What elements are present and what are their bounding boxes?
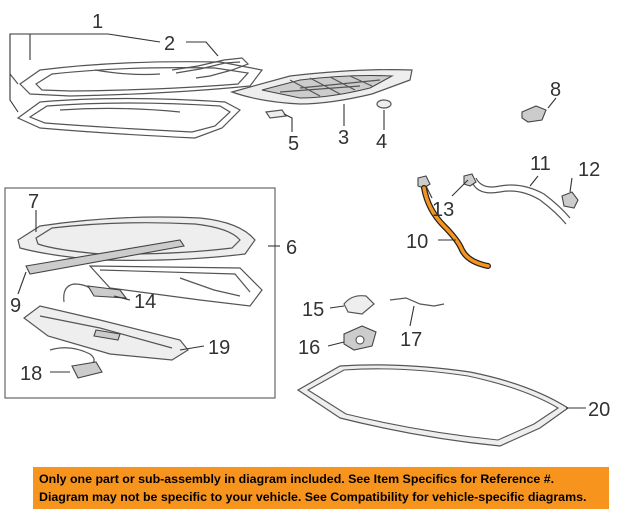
callout-6: 6: [286, 237, 297, 259]
callout-14: 14: [134, 291, 156, 313]
callout-8: 8: [550, 79, 561, 101]
callout-20: 20: [588, 399, 610, 421]
part-3-sunshade: [230, 69, 413, 105]
callout-19: 19: [208, 337, 230, 359]
callout-17: 17: [400, 329, 422, 351]
disclaimer-line-2: Diagram may not be specific to your vehi…: [39, 490, 587, 504]
part-9-deflector: [25, 239, 185, 275]
leader-lines: [9, 33, 586, 409]
callout-5: 5: [288, 133, 299, 155]
callout-1: 1: [92, 11, 103, 33]
callout-10: 10: [406, 231, 428, 253]
part-20-weatherstrip: [296, 364, 570, 447]
disclaimer-line-1: Only one part or sub-assembly in diagram…: [39, 472, 555, 486]
callout-12: 12: [578, 159, 600, 181]
part-1-sunroof-frame: [9, 61, 264, 139]
part-18-harness: [49, 347, 103, 379]
part-13-hose-connectors: [417, 173, 477, 189]
part-4-plug: [376, 99, 392, 109]
callout-16: 16: [298, 337, 320, 359]
part-17-wire: [389, 297, 445, 307]
callout-18: 18: [20, 363, 42, 385]
part-8-bracket: [521, 105, 547, 123]
disclaimer-banner: Only one part or sub-assembly in diagram…: [33, 467, 609, 509]
part-7-glass-panel: [17, 216, 256, 261]
callout-15: 15: [302, 299, 324, 321]
callouts: 1 2 3 4 5 6 7 8 9 10 11 12 13 14 15 16 1…: [10, 11, 610, 421]
part-14-motor: [63, 283, 128, 303]
callout-4: 4: [376, 131, 387, 153]
sunroof-mechanism: [88, 265, 263, 307]
callout-13: 13: [432, 199, 454, 221]
part-19-frame-rail: [23, 305, 189, 361]
part-10-drain-hose-highlighted: [421, 185, 491, 269]
part-15-switch-cover: [343, 295, 375, 315]
callout-2: 2: [164, 33, 175, 55]
callout-3: 3: [338, 127, 349, 149]
part-12-hose-clamp: [561, 191, 579, 209]
callout-9: 9: [10, 295, 21, 317]
part-2-weatherstrip: [171, 57, 250, 79]
part-11-drain-hose: [471, 177, 571, 225]
part-16-switch: [343, 325, 377, 351]
part-6-module-box: [4, 187, 276, 399]
callout-7: 7: [28, 191, 39, 213]
part-5-clip: [264, 109, 288, 119]
callout-11: 11: [530, 153, 551, 175]
